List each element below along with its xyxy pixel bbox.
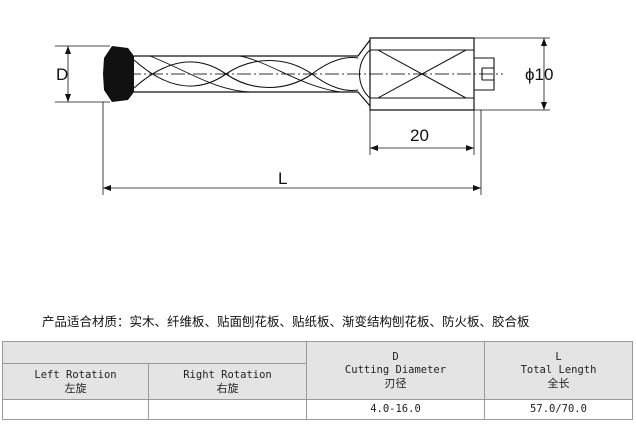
- dim-phi10-label: ϕ10: [525, 65, 553, 84]
- cell-cutting-diameter: 4.0-16.0: [306, 399, 485, 420]
- dim-L-label: L: [278, 169, 287, 188]
- dim-D-label: D: [56, 65, 68, 84]
- drill-bit-drawing: D ϕ10 20 L: [55, 37, 553, 195]
- material-text: 产品适合材质：实木、纤维板、贴面刨花板、贴纸板、渐变结构刨花板、防火板、胶合板: [42, 314, 530, 329]
- col-L-cn: 全长: [547, 377, 570, 390]
- right-rotation-en: Right Rotation: [183, 368, 272, 381]
- spec-table: D Cutting Diameter 刃径 L Total Length 全长 …: [2, 341, 633, 420]
- flute-spiral: [133, 59, 359, 92]
- cell-right-rotation: [148, 399, 307, 420]
- cell-total-length: 57.0/70.0: [484, 399, 633, 420]
- col-D-symbol: D: [392, 351, 399, 363]
- flute-spiral-3: [149, 55, 341, 93]
- col-L-symbol: L: [555, 351, 562, 363]
- flute-body-outline: [134, 39, 371, 107]
- left-rotation-cn: 左旋: [64, 381, 87, 395]
- dim-20-label: 20: [410, 126, 429, 145]
- header-left-rotation: Left Rotation 左旋: [2, 363, 149, 400]
- cell-left-rotation: [2, 399, 149, 420]
- shank-cross: [377, 49, 467, 99]
- dim-phi-arrows: [541, 38, 547, 110]
- table-row: 4.0-16.0 57.0/70.0: [2, 399, 633, 420]
- header-cutting-diameter: D Cutting Diameter 刃径: [306, 341, 485, 400]
- flute-spiral-2: [133, 56, 359, 89]
- left-rotation-en: Left Rotation: [34, 368, 117, 381]
- shank-chamfer: [359, 49, 371, 99]
- header-total-length: L Total Length 全长: [484, 341, 633, 400]
- header-right-rotation: Right Rotation 右旋: [148, 363, 307, 400]
- adjust-screw: [474, 57, 495, 91]
- right-rotation-cn: 右旋: [216, 381, 239, 395]
- col-D-cn: 刃径: [384, 377, 407, 390]
- col-L-en: Total Length: [520, 364, 597, 376]
- header-blank: [2, 341, 307, 364]
- cutting-tip: [103, 46, 134, 102]
- col-D-en: Cutting Diameter: [344, 364, 447, 376]
